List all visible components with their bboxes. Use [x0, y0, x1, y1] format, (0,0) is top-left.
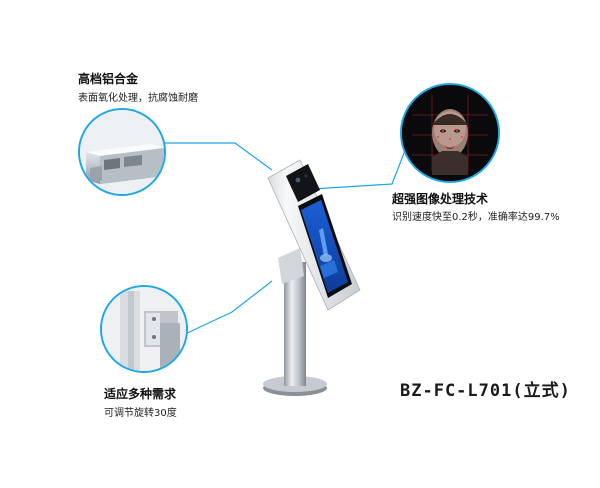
adjust-title: 适应多种需求	[104, 387, 177, 401]
aluminum-profile-image	[78, 108, 166, 196]
aluminum-subtitle: 表面氧化处理，抗腐蚀耐磨	[78, 93, 198, 104]
model-label: BZ-FC-L701(立式)	[400, 381, 571, 401]
imaging-title: 超强图像处理技术	[392, 192, 489, 206]
aluminum-callout-line	[150, 142, 273, 171]
face-terminal-device	[263, 159, 361, 396]
face-recognition-image	[400, 83, 500, 183]
rotation-bracket-image	[100, 285, 188, 373]
adjust-callout-line	[182, 280, 273, 336]
imaging-subtitle: 识别速度快至0.2秒，准确率达99.7%	[392, 212, 560, 223]
aluminum-title: 高档铝合金	[78, 72, 139, 86]
adjust-subtitle: 可调节旋转30度	[104, 408, 177, 419]
